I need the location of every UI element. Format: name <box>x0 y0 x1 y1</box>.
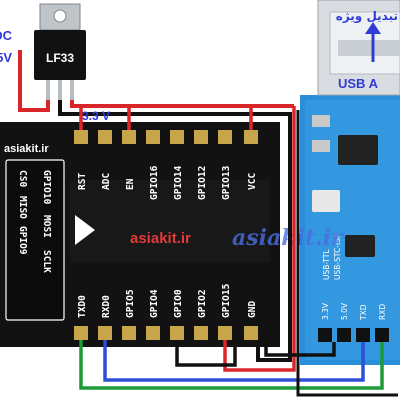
pin-mosi: MOSI <box>41 215 52 238</box>
corner-brand: asiakit.ir <box>4 143 49 155</box>
wire-black-right <box>296 110 398 397</box>
regulator-label: LF33 <box>46 51 74 65</box>
pin-gpio10: GPIO10 <box>41 170 52 205</box>
bottom-pin-headers <box>74 326 258 340</box>
pin-sclk: SCLK <box>41 250 52 273</box>
pin-gpio4: GPIO4 <box>149 289 160 318</box>
pin-miso: MISO <box>17 196 28 219</box>
regulator-lf33 <box>34 3 86 100</box>
pin-gpio16: GPIO16 <box>149 165 160 200</box>
usb-pin-txd: TXD <box>359 304 368 321</box>
module-brand: asiakit.ir <box>130 230 191 247</box>
pin-rst: RST <box>77 173 88 190</box>
wire-red-rail <box>70 100 294 108</box>
wire-black-usb-gnd <box>264 340 336 357</box>
esp-module <box>0 122 280 347</box>
pin-gpio5: GPIO5 <box>125 289 136 318</box>
usb-pin-rxd: RXD <box>378 304 387 320</box>
pin-gpio0: GPIO0 <box>173 289 184 318</box>
pin-gpio12: GPIO12 <box>197 166 208 200</box>
voltage-label: 5V <box>0 50 12 65</box>
pin-gpio15: GPIO15 <box>221 283 232 318</box>
usb-pin-5v: 5.0V <box>340 302 349 320</box>
wire-red-input <box>18 50 50 112</box>
pin-txd0: TXD0 <box>77 295 88 318</box>
wire-green-txd <box>79 340 384 390</box>
pin-adc: ADC <box>101 173 112 190</box>
pin-vcc: VCC <box>247 173 258 190</box>
pin-gpio2: GPIO2 <box>197 289 208 318</box>
usb-a-label: USB A <box>338 76 379 91</box>
rail-label: 3.3 V <box>82 109 110 123</box>
usb-adapter <box>300 0 400 365</box>
wire-black-gnd <box>58 100 292 362</box>
up-arrow-icon <box>365 22 381 62</box>
pin-cs0: CS0 <box>17 170 28 187</box>
dc-label: DC <box>0 28 13 43</box>
pin-rxd0: RXD0 <box>101 295 112 318</box>
wire-black-gpio0 <box>175 340 237 367</box>
usb-persian-title: تبدیل ویژه <box>336 9 398 24</box>
top-pin-headers <box>74 130 258 144</box>
pin-gpio14: GPIO14 <box>173 165 184 200</box>
pin-gpio13: GPIO13 <box>221 165 232 200</box>
wire-blue-rxd <box>103 340 365 382</box>
wire-red-gpio15 <box>223 106 296 372</box>
usb-pin-3v3: 3.3V <box>321 302 330 320</box>
pin-en: EN <box>125 178 136 190</box>
pin-gnd: GND <box>247 301 258 318</box>
usb-side-text-ttl: USB-TTL <box>322 249 331 280</box>
usb-side-text-isp: USB-STC-ISP <box>333 233 342 280</box>
pin-gpio9: GPIO9 <box>17 226 28 255</box>
usb-pin-headers <box>318 328 389 342</box>
